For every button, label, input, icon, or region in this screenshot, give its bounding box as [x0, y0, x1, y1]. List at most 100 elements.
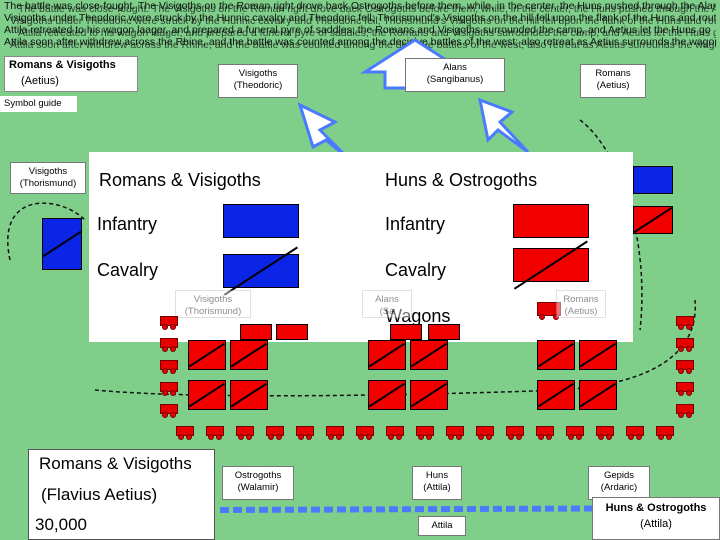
hun-cavalry — [633, 206, 673, 234]
hun-cavalry-block — [579, 380, 617, 410]
army-title: Huns & Ostrogoths — [605, 502, 707, 514]
attila-label: Attila — [418, 516, 466, 536]
unit-commander: (Walamir) — [237, 482, 279, 493]
dashed-path-left — [7, 202, 86, 261]
legend-cavalry-left: Cavalry — [97, 260, 159, 280]
army-commander: (Aetius) — [21, 75, 59, 87]
wagon-icon — [160, 382, 178, 396]
unit-name: Visigoths — [193, 294, 233, 305]
unit-commander: (Aetius) — [596, 80, 630, 91]
hun-cavalry-block — [410, 340, 448, 370]
wagon-icon — [266, 426, 284, 440]
unit-name: Ostrogoths — [234, 470, 282, 481]
wagon-icon — [676, 382, 694, 396]
legend-hun-cavalry-icon — [513, 248, 589, 282]
summary-commander: (Flavius Aetius) — [41, 485, 158, 504]
narrative-line: The battle was close-fought. The Visigot… — [4, 0, 716, 12]
symbol-guide-label: Symbol guide — [0, 96, 77, 112]
army-commander: (Attila) — [640, 518, 672, 530]
wagon-icon — [206, 426, 224, 440]
unit-name: Huns — [425, 470, 449, 481]
narrative-overlap: Attila soon after withdrew across the Rh… — [10, 39, 716, 51]
dashed-path-right — [579, 119, 643, 331]
wagon-icon — [676, 404, 694, 418]
hun-cavalry-block — [368, 340, 406, 370]
hun-infantry-block — [428, 324, 460, 340]
chevron-arrow-icon — [477, 97, 530, 154]
narrative-overlap: Visigoths under Theodoric were struck by… — [10, 15, 716, 27]
unit-name: Visigoths — [28, 166, 68, 177]
wagon-icon — [160, 338, 178, 352]
narrative-overlap: The battle was close-fought. The Visigot… — [18, 3, 716, 15]
wagon-icon — [676, 316, 694, 330]
unit-name: Visigoths — [238, 68, 278, 79]
legend-roman-infantry-icon — [223, 204, 299, 238]
wagon-icon — [506, 426, 524, 440]
army-box-romans: Romans & Visigoths (Aetius) — [4, 56, 138, 92]
narrative-line: Attila retreated to his wagon laager, an… — [4, 24, 711, 36]
unit-commander: (Thorismund) — [19, 178, 77, 189]
wagon-icon — [176, 426, 194, 440]
wagon-icon — [296, 426, 314, 440]
army-box-huns: Huns & Ostrogoths (Attila) — [592, 497, 720, 540]
army-title: Romans & Visigoths — [9, 59, 116, 71]
faint-label-romans: Romans (Aetius) — [556, 290, 606, 318]
hun-cavalry-block — [537, 380, 575, 410]
wagon-icon — [236, 426, 254, 440]
summary-strength: 30,000 — [35, 515, 87, 534]
summary-title: Romans & Visigoths — [39, 454, 192, 473]
unit-label-huns: Huns (Attila) — [412, 466, 462, 500]
wagon-icon — [566, 426, 584, 440]
wagon-icon — [656, 426, 674, 440]
army-summary: Romans & Visigoths (Flavius Aetius) 30,0… — [28, 449, 215, 540]
unit-commander: (Sangibanus) — [426, 74, 484, 85]
wagon-icon — [676, 360, 694, 374]
unit-name: Romans — [595, 68, 631, 79]
faint-label-visigoths: Visigoths (Thorismund) — [175, 290, 251, 318]
wagon-icon — [676, 338, 694, 352]
unit-name: Romans — [563, 294, 599, 305]
unit-commander: (Thorismund) — [184, 306, 242, 317]
narrative-line: Visigoths under Theodoric were struck by… — [4, 12, 716, 24]
wagon-icon — [160, 316, 178, 330]
hun-cavalry-block — [230, 380, 268, 410]
legend-roman-cavalry-icon — [223, 254, 299, 288]
unit-label-thorismund: Visigoths (Thorismund) — [10, 162, 86, 194]
wagon-icon — [446, 426, 464, 440]
wagon-icon — [416, 426, 434, 440]
narrative-overlap: Attila retreated to his wagon laager, an… — [18, 27, 716, 39]
hun-infantry-block — [276, 324, 308, 340]
unit-label-gepids: Gepids (Ardaric) — [588, 466, 650, 500]
wagon-icon — [536, 426, 554, 440]
legend-cavalry-right: Cavalry — [385, 260, 447, 280]
unit-label-alans: Alans (Sangibanus) — [405, 58, 505, 92]
hun-cavalry-block — [188, 380, 226, 410]
thorismund-cavalry — [42, 218, 82, 270]
unit-name: Alans — [443, 62, 467, 73]
unit-name: Alans — [375, 294, 399, 305]
wagon-icon — [160, 360, 178, 374]
narrative-line: Attila soon after withdrew across the Rh… — [4, 36, 716, 48]
symbol-legend: Romans & Visigoths Huns & Ostrogoths Inf… — [89, 152, 633, 342]
faint-label-alans: Alans (Sa — [362, 290, 412, 318]
legend-hun-infantry-icon — [513, 204, 589, 238]
wagon-icon — [626, 426, 644, 440]
unit-label-romans: Romans (Aetius) — [580, 64, 646, 98]
hun-cavalry-block — [188, 340, 226, 370]
hun-cavalry-block — [537, 340, 575, 370]
unit-commander: (Sa — [379, 306, 395, 317]
legend-romans-title: Romans & Visigoths — [99, 170, 261, 190]
legend-infantry-left: Infantry — [97, 214, 158, 234]
unit-commander: (Attila) — [423, 482, 451, 493]
hun-infantry-block — [390, 324, 422, 340]
roman-unit — [633, 166, 673, 194]
unit-commander: (Ardaric) — [600, 482, 638, 493]
wagon-icon — [476, 426, 494, 440]
unit-commander: (Theodoric) — [233, 80, 283, 91]
unit-label-ostrogoths: Ostrogoths (Walamir) — [222, 466, 294, 500]
unit-label-visigoths: Visigoths (Theodoric) — [218, 64, 298, 98]
hun-cavalry-block — [230, 340, 268, 370]
wagon-icon — [386, 426, 404, 440]
legend-wagons: Wagons — [385, 306, 451, 326]
hun-cavalry-block — [410, 380, 448, 410]
